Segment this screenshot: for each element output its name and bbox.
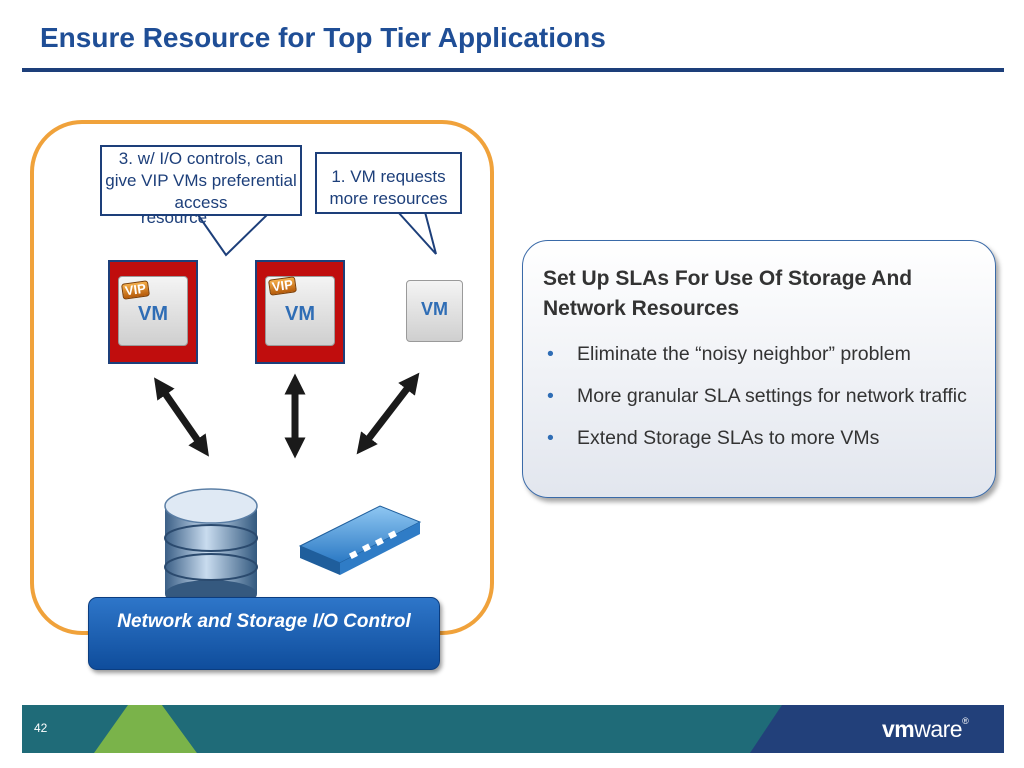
logo-mark: ® — [962, 716, 969, 726]
title-divider — [22, 68, 1004, 72]
list-item: • Eliminate the “noisy neighbor” problem — [543, 341, 983, 367]
sla-box: Set Up SLAs For Use Of Storage And Netwo… — [522, 240, 996, 498]
vm-label: VM — [138, 303, 168, 325]
vip-access-callout: 3. w/ I/O controls, can give VIP VMs pre… — [100, 145, 302, 216]
list-item-text: Extend Storage SLAs to more VMs — [577, 427, 880, 449]
vm-label: VM — [285, 303, 315, 325]
list-item: • More granular SLA settings for network… — [543, 383, 983, 409]
logo-bold: vm — [882, 716, 915, 742]
vm-box-standard: VM — [406, 280, 463, 342]
sla-heading: Set Up SLAs For Use Of Storage And Netwo… — [543, 267, 913, 320]
vm-request-callout: 1. VM requests more resources — [315, 152, 462, 214]
database-icon — [164, 488, 258, 608]
vm-label: VM — [421, 299, 448, 319]
vm-request-callout-text: 1. VM requests more resources — [329, 167, 448, 208]
slide-title: Ensure Resource for Top Tier Application… — [40, 22, 606, 53]
double-arrow-icon — [356, 372, 420, 455]
vm-tile-vip-1: VM VIP — [108, 260, 198, 364]
double-arrow-icon — [154, 377, 209, 457]
io-control-box: Network and Storage I/O Control — [88, 597, 440, 670]
list-item: • Extend Storage SLAs to more VMs — [543, 425, 983, 451]
network-switch-icon — [298, 505, 422, 575]
vm-box: VM — [265, 276, 335, 346]
bullet-icon: • — [547, 343, 554, 365]
vip-access-callout-text: 3. w/ I/O controls, can give VIP VMs pre… — [105, 149, 297, 212]
page-number: 42 — [34, 721, 48, 735]
vm-tile-vip-2: VM VIP — [255, 260, 345, 364]
list-item-text: More granular SLA settings for network t… — [577, 385, 967, 407]
logo-regular: ware — [914, 716, 963, 742]
bullet-icon: • — [547, 385, 554, 407]
vmware-logo: vmware® — [882, 716, 969, 743]
sla-bullet-list: • Eliminate the “noisy neighbor” problem… — [543, 341, 983, 467]
list-item-text: Eliminate the “noisy neighbor” problem — [577, 343, 911, 365]
footer-bar — [22, 705, 1004, 753]
bullet-icon: • — [547, 427, 554, 449]
io-control-label: Network and Storage I/O Control — [117, 611, 411, 632]
